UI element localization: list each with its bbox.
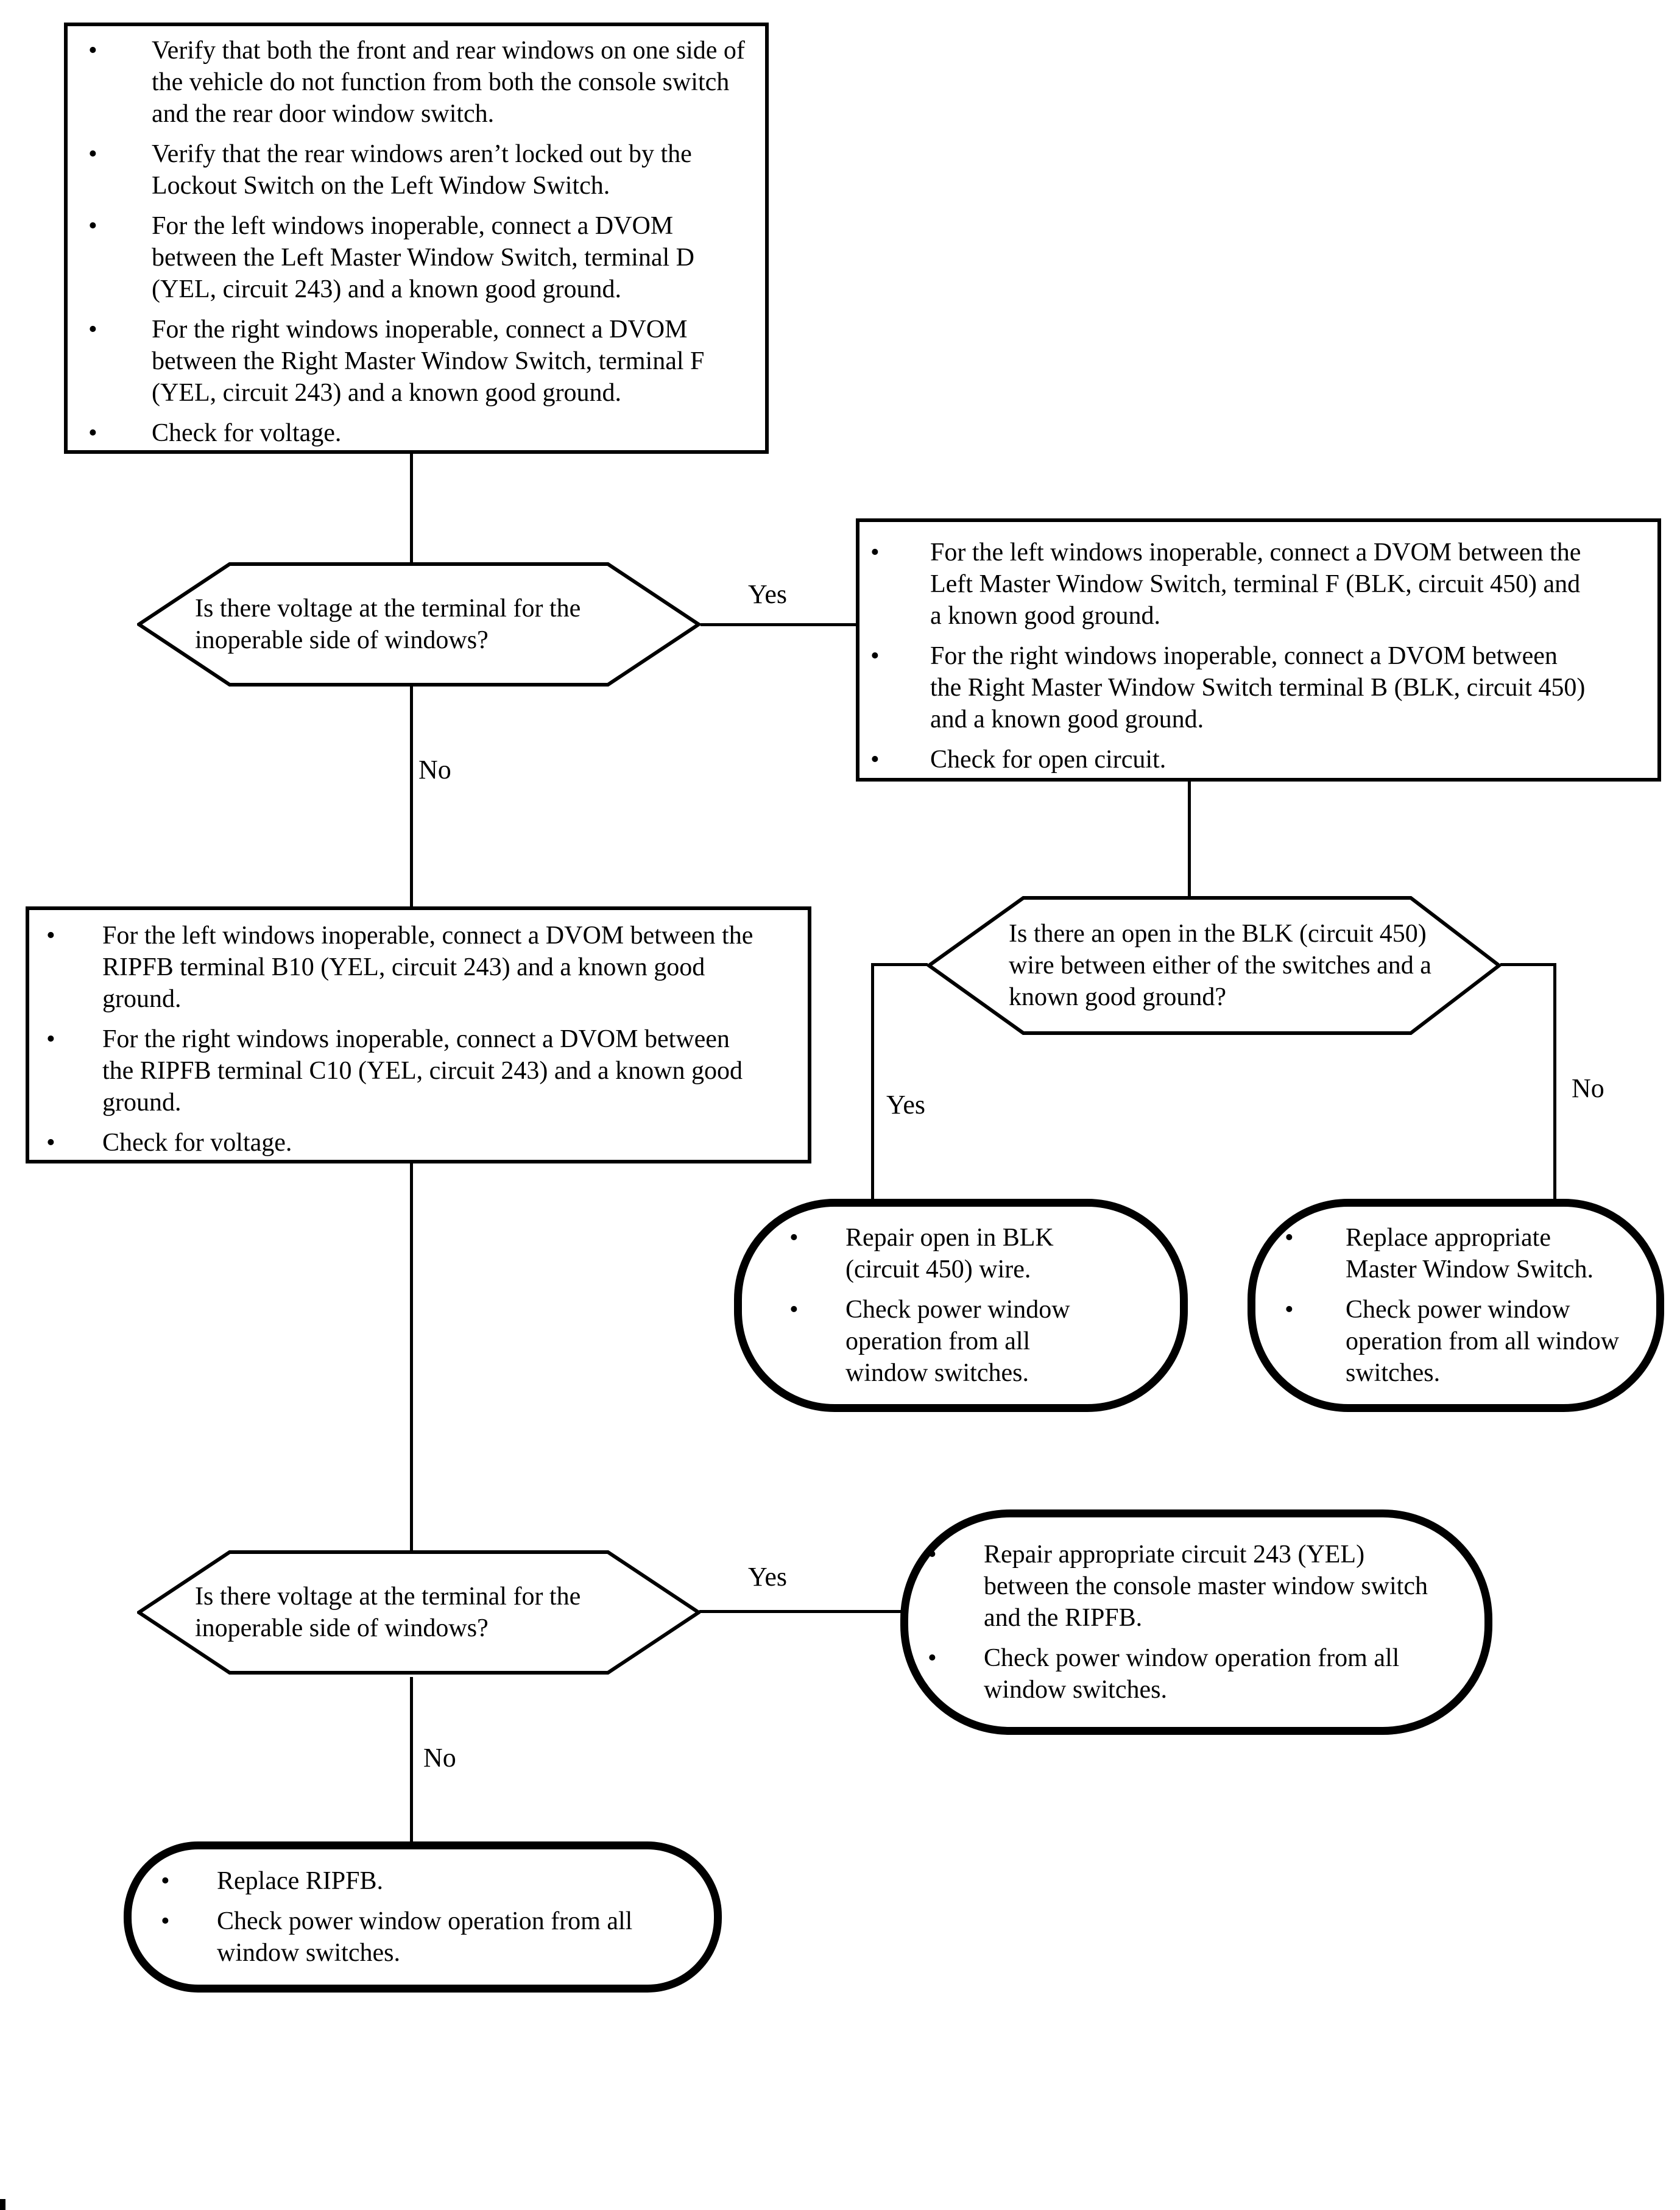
bullet-icon xyxy=(161,1905,217,1937)
step-text: Replace appropriate Master Window Switch… xyxy=(1346,1224,1594,1283)
step-text: Verify that the rear windows aren’t lock… xyxy=(152,140,692,200)
bullet-icon xyxy=(1285,1294,1346,1326)
list-item: Replace appropriate Master Window Switch… xyxy=(1255,1222,1656,1285)
decision-question: Is there an open in the BLK (circuit 450… xyxy=(1009,920,1431,1011)
list-item: Repair open in BLK (circuit 450) wire. xyxy=(742,1222,1180,1285)
bullet-icon xyxy=(870,537,930,568)
branch-label-yes: Yes xyxy=(748,579,788,609)
list-item: Check for voltage. xyxy=(29,1127,808,1159)
replace-master-switch-node: Replace appropriate Master Window Switch… xyxy=(1248,1199,1664,1412)
list-item: Replace RIPFB. xyxy=(132,1865,714,1897)
connector-decision3-yes xyxy=(699,1610,902,1613)
decision-question: Is there voltage at the terminal for the… xyxy=(195,595,581,654)
repair-circuit-243-node: Repair appropriate circuit 243 (YEL) bet… xyxy=(900,1509,1492,1735)
branch-label-yes: Yes xyxy=(886,1090,926,1120)
list-item: Check power window operation from all wi… xyxy=(742,1294,1180,1389)
step-text: Check power window operation from all wi… xyxy=(984,1644,1400,1704)
list-item: Check for voltage. xyxy=(68,417,765,449)
check-open-circuit-node: For the left windows inoperable, connect… xyxy=(856,518,1661,782)
branch-label-no: No xyxy=(1572,1073,1604,1103)
bullet-icon xyxy=(928,1642,984,1674)
bullet-icon xyxy=(88,210,152,242)
bullet-icon xyxy=(46,1127,102,1159)
connector-decision2-no-v xyxy=(1553,963,1556,1202)
connector-decision1-yes xyxy=(701,623,857,626)
step-text: Repair appropriate circuit 243 (YEL) bet… xyxy=(984,1541,1428,1632)
list-item: For the right windows inoperable, connec… xyxy=(68,314,765,409)
list-item: Repair appropriate circuit 243 (YEL) bet… xyxy=(908,1539,1484,1634)
list-item: Check power window operation from all wi… xyxy=(132,1905,714,1969)
branch-label-no: No xyxy=(423,1743,456,1773)
step-text: For the right windows inoperable, connec… xyxy=(102,1025,743,1117)
hexagon-shape xyxy=(926,896,1502,1035)
check-ripfb-voltage-node: For the left windows inoperable, connect… xyxy=(26,906,811,1163)
bullet-icon xyxy=(46,1023,102,1055)
branch-label-yes: Yes xyxy=(748,1562,788,1592)
bullet-icon xyxy=(161,1865,217,1897)
branch-label-no: No xyxy=(418,755,451,785)
bullet-icon xyxy=(88,35,152,66)
bullet-icon xyxy=(88,314,152,345)
hexagon-shape xyxy=(137,562,701,687)
list-item: For the right windows inoperable, connec… xyxy=(29,1023,808,1118)
step-text: Check for voltage. xyxy=(102,1129,292,1157)
step-text: Check for open circuit. xyxy=(930,746,1166,774)
step-text: Repair open in BLK (circuit 450) wire. xyxy=(845,1224,1054,1283)
connector-decision2-yes-h xyxy=(871,963,928,966)
list-item: For the left windows inoperable, connect… xyxy=(29,920,808,1015)
list-item: Verify that the rear windows aren’t lock… xyxy=(68,138,765,202)
list-item: For the right windows inoperable, connec… xyxy=(859,640,1657,735)
repair-blk-wire-node: Repair open in BLK (circuit 450) wire. C… xyxy=(734,1199,1188,1412)
connector-decision2-yes-v xyxy=(871,963,874,1202)
step-text: Replace RIPFB. xyxy=(217,1867,383,1895)
hexagon-shape xyxy=(137,1550,701,1675)
step-text: For the left windows inoperable, connect… xyxy=(930,538,1581,630)
list-item: Check power window operation from all wi… xyxy=(1255,1294,1656,1389)
bullet-icon xyxy=(870,744,930,775)
list-item: For the left windows inoperable, connect… xyxy=(859,537,1657,632)
decision-question: Is there voltage at the terminal for the… xyxy=(195,1583,581,1642)
list-item: Verify that both the front and rear wind… xyxy=(68,35,765,130)
bullet-icon xyxy=(46,920,102,951)
list-item: Check for open circuit. xyxy=(859,744,1657,775)
connector-opencircuit-to-decision2 xyxy=(1188,779,1191,897)
bullet-icon xyxy=(88,417,152,449)
replace-ripfb-node: Replace RIPFB. Check power window operat… xyxy=(124,1841,722,1993)
connector-decision3-no xyxy=(410,1677,413,1843)
connector-ripfbcheck-to-decision3 xyxy=(410,1162,413,1552)
connector-decision2-no-h xyxy=(1500,963,1555,966)
bullet-icon xyxy=(870,640,930,672)
list-item: For the left windows inoperable, connect… xyxy=(68,210,765,305)
list-item: Check power window operation from all wi… xyxy=(908,1642,1484,1706)
bullet-icon xyxy=(789,1222,845,1254)
step-text: Check power window operation from all wi… xyxy=(1346,1296,1620,1387)
bullet-icon xyxy=(928,1539,984,1570)
step-text: Verify that both the front and rear wind… xyxy=(152,37,745,128)
bullet-icon xyxy=(1285,1222,1346,1254)
step-text: Check for voltage. xyxy=(152,419,342,447)
scan-artifact xyxy=(0,2199,5,2210)
step-text: Check power window operation from all wi… xyxy=(845,1296,1070,1387)
bullet-icon xyxy=(789,1294,845,1326)
decision-voltage-ripfb-node: Is there voltage at the terminal for the… xyxy=(137,1550,701,1675)
decision-open-blk-node: Is there an open in the BLK (circuit 450… xyxy=(926,895,1502,1036)
step-text: Check power window operation from all wi… xyxy=(217,1907,633,1967)
step-text: For the right windows inoperable, connec… xyxy=(930,642,1586,733)
bullet-icon xyxy=(88,138,152,170)
step-text: For the left windows inoperable, connect… xyxy=(152,212,694,303)
start-node: Verify that both the front and rear wind… xyxy=(64,23,769,454)
connector-start-to-decision1 xyxy=(410,454,413,563)
connector-decision1-no xyxy=(410,687,413,908)
step-text: For the right windows inoperable, connec… xyxy=(152,316,705,407)
decision-voltage-switch-node: Is there voltage at the terminal for the… xyxy=(137,562,701,687)
step-text: For the left windows inoperable, connect… xyxy=(102,922,754,1013)
